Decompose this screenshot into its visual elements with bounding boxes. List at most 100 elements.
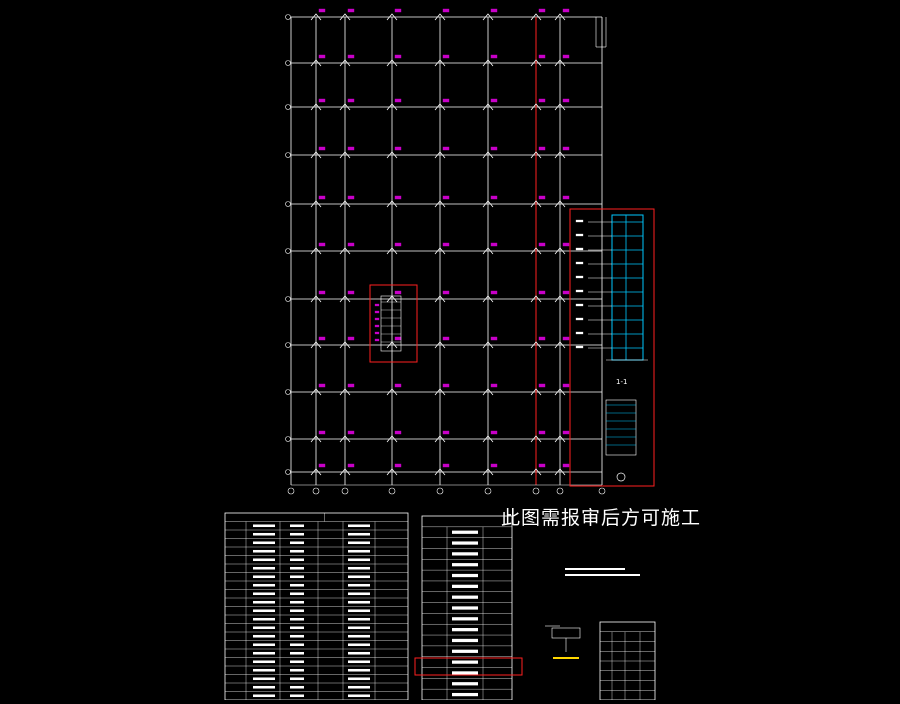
left-table-cell-text	[348, 592, 370, 596]
column-mark	[310, 151, 322, 159]
column-mark	[339, 151, 351, 159]
column-mark	[482, 468, 494, 476]
column-mark	[386, 151, 398, 159]
column-mark	[554, 13, 566, 21]
axis-bubble	[285, 342, 291, 348]
left-table-cell-text	[348, 575, 370, 579]
column-mark	[530, 200, 542, 208]
dimension-tag	[347, 146, 355, 151]
dimension-tag	[394, 336, 402, 341]
axis-bubble	[285, 104, 291, 110]
dimension-tag	[374, 303, 380, 307]
left-table-cell-text	[253, 558, 275, 562]
dimension-tag	[490, 336, 498, 341]
approval-notice: 此图需报审后方可施工	[501, 507, 702, 529]
section-label: 1-1	[616, 378, 628, 386]
detail-drawing-label	[553, 657, 579, 659]
axis-bubble	[285, 389, 291, 395]
elevation-tag	[575, 303, 584, 307]
dimension-tag	[394, 383, 402, 388]
dimension-tag	[562, 98, 570, 103]
dimension-tag	[318, 8, 326, 13]
column-mark	[386, 200, 398, 208]
dimension-tag	[538, 8, 546, 13]
left-table-cell-text	[253, 651, 275, 655]
middle-table-cell-text	[452, 692, 478, 697]
dimension-tag	[394, 54, 402, 59]
left-table-cell-text	[253, 643, 275, 647]
left-table-cell-text	[290, 617, 304, 621]
column-mark	[310, 435, 322, 443]
left-table-cell-text	[290, 541, 304, 545]
column-mark	[310, 341, 322, 349]
dimension-tag	[318, 336, 326, 341]
middle-table-cell-text	[452, 682, 478, 686]
column-mark	[554, 435, 566, 443]
left-table-cell-text	[290, 609, 304, 613]
column-mark	[310, 388, 322, 396]
left-table-cell-text	[290, 532, 304, 536]
elevation-tag	[575, 219, 584, 223]
left-table-cell-text	[348, 643, 370, 647]
dimension-tag	[347, 195, 355, 200]
dimension-tag	[347, 383, 355, 388]
axis-bubble	[285, 152, 291, 158]
left-table-cell-text	[348, 524, 370, 528]
left-table-cell-text	[253, 575, 275, 579]
middle-table-cell-text	[452, 617, 478, 621]
left-table-cell-text	[290, 626, 304, 630]
left-table-cell-text	[290, 524, 304, 528]
column-mark	[339, 295, 351, 303]
column-mark	[530, 435, 542, 443]
dimension-tag	[318, 430, 326, 435]
axis-bubble	[285, 60, 291, 66]
column-mark	[434, 388, 446, 396]
dimension-tag	[394, 463, 402, 468]
column-mark	[554, 151, 566, 159]
axis-bubble	[484, 487, 492, 495]
dimension-tag	[394, 430, 402, 435]
column-mark	[386, 59, 398, 67]
column-mark	[530, 13, 542, 21]
dimension-tag	[318, 463, 326, 468]
left-table-cell-text	[348, 677, 370, 681]
dimension-tag	[374, 338, 380, 342]
axis-bubble	[312, 487, 320, 495]
column-mark	[434, 468, 446, 476]
dimension-tag	[347, 54, 355, 59]
column-mark	[339, 103, 351, 111]
left-table-cell-text	[253, 600, 275, 604]
left-table-cell-text	[290, 677, 304, 681]
left-table-cell-text	[253, 677, 275, 681]
left-table-cell-text	[348, 558, 370, 562]
column-mark	[434, 435, 446, 443]
dimension-tag	[442, 336, 450, 341]
dimension-tag	[538, 98, 546, 103]
column-mark	[434, 341, 446, 349]
dimension-tag	[318, 195, 326, 200]
left-table-cell-text	[290, 694, 304, 698]
axis-bubble	[532, 487, 540, 495]
dimension-tag	[442, 242, 450, 247]
dimension-tag	[318, 290, 326, 295]
dimension-tag	[490, 430, 498, 435]
dimension-tag	[490, 383, 498, 388]
dimension-tag	[490, 8, 498, 13]
column-mark	[530, 59, 542, 67]
dimension-tag	[538, 146, 546, 151]
left-table-cell-text	[348, 600, 370, 604]
column-mark	[434, 247, 446, 255]
dimension-tag	[442, 430, 450, 435]
left-table-cell-text	[253, 617, 275, 621]
column-mark	[310, 59, 322, 67]
column-mark	[434, 200, 446, 208]
dimension-tag	[442, 8, 450, 13]
column-mark	[482, 59, 494, 67]
middle-table-cell-text	[452, 660, 478, 664]
highlight-box-elevation	[569, 208, 655, 487]
left-table-cell-text	[253, 660, 275, 664]
note-text-line	[565, 568, 625, 570]
dimension-tag	[442, 383, 450, 388]
left-table-cell-text	[290, 643, 304, 647]
